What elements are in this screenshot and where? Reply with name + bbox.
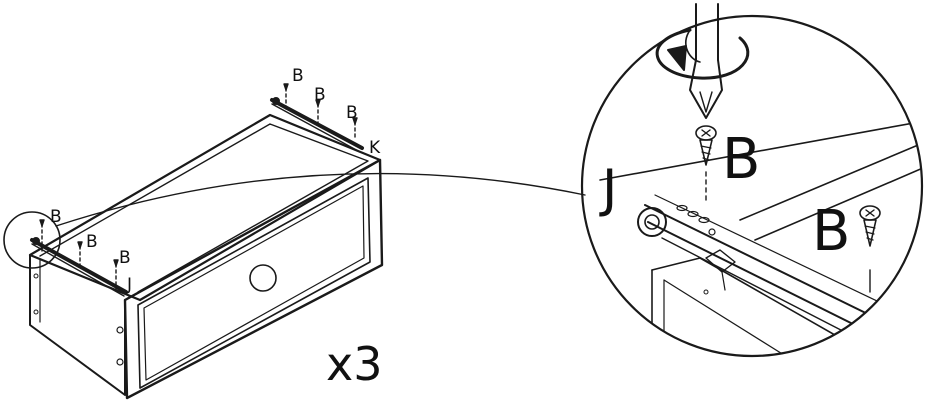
slide-rail-j (30, 237, 128, 297)
slide-label-j: J (126, 275, 132, 295)
screw-label: B (50, 207, 62, 227)
screw-label: B (346, 103, 358, 123)
screw-icon (695, 125, 717, 201)
detail-screw-label: B (812, 199, 850, 264)
rotate-clockwise-arrow-icon (655, 28, 750, 80)
screw-label: B (292, 66, 304, 86)
detail-view (580, 3, 924, 358)
detail-slide-label: J (599, 159, 617, 219)
screw-label: B (119, 248, 131, 268)
screw-markers (39, 83, 358, 291)
screw-icon (859, 205, 881, 293)
screw-label: B (314, 85, 326, 105)
slide-rail-k (270, 97, 364, 153)
screw-label: B (86, 232, 98, 252)
quantity-label: x3 (326, 337, 383, 391)
magnify-connector (55, 172, 586, 227)
detail-screw-label: B (722, 127, 760, 192)
slide-label-k: K (369, 138, 381, 158)
magnify-source-circle (3, 211, 61, 269)
screwdriver-icon (689, 3, 723, 119)
